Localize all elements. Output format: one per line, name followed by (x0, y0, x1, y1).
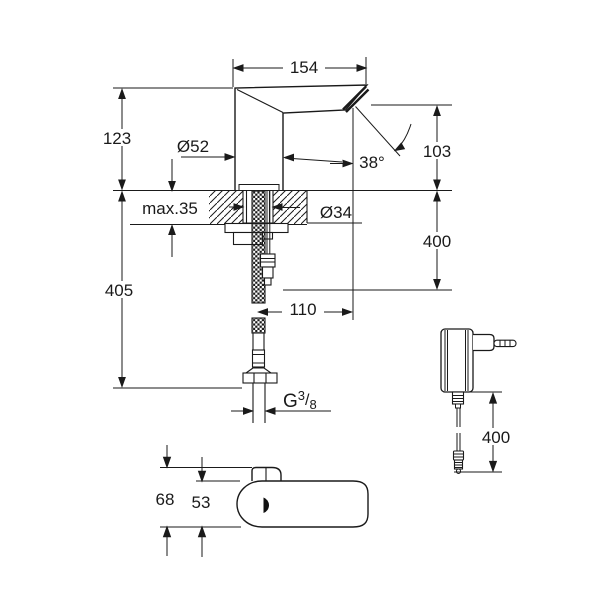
psu-plug-pin-segments (499, 340, 511, 347)
cable-connector-mid (261, 266, 274, 279)
label-top-view-body-depth: 53 (192, 493, 211, 512)
label-cable-length-below-deck: 400 (423, 232, 451, 251)
psu-body-panel-lines (444, 330, 469, 391)
dimension-labels: 154 123 Ø52 38° 103 max.35 Ø34 400 405 1… (96, 58, 517, 512)
dim-34-lines (229, 206, 362, 224)
label-outlet-height: 103 (423, 142, 451, 161)
dim-68-53-lines (166, 445, 203, 557)
label-top-view-total-depth: 68 (156, 490, 175, 509)
cable-connector-body (259, 253, 276, 268)
psu-plug-base (473, 333, 495, 352)
faucet-base-plate (238, 184, 280, 191)
sensor-cable (266, 191, 271, 254)
label-spout-projection: 154 (290, 58, 318, 77)
psu-connector-ribs (454, 462, 463, 468)
braided-hose-lower (251, 317, 266, 334)
dimension-lines (113, 57, 452, 415)
cable-connector-tip (263, 277, 272, 286)
psu-strain-relief-tip (455, 403, 461, 409)
label-psu-cable-length: 400 (482, 428, 510, 447)
label-deck-thickness: max.35 (142, 199, 198, 218)
spray-angle-annotation (330, 106, 412, 320)
spout-outlet-face (342, 85, 367, 111)
label-thread-size: G3/8 (283, 388, 317, 412)
faucet-body-outline (234, 84, 369, 190)
angle-leader-arrowhead (392, 142, 405, 154)
sensor-window-icon (263, 497, 270, 513)
dim-52-lines (181, 156, 343, 163)
psu-connector-tip (456, 468, 461, 474)
faucet-head-chamfer (236, 89, 284, 113)
braided-hose-upper (251, 190, 266, 304)
hose-sleeve (251, 349, 266, 368)
spray-beam-line (355, 106, 401, 157)
label-below-deck-length: 405 (105, 281, 133, 300)
spout-outlet-face-2 (345, 88, 370, 113)
fitting-tailpipe (252, 383, 266, 423)
cable-connector-bands (260, 257, 275, 263)
spout-top-view (160, 445, 369, 557)
label-base-diameter: Ø52 (177, 137, 209, 156)
psu-connector-bands (453, 453, 464, 458)
power-supply-unit (440, 328, 517, 474)
angle-arrowhead (342, 159, 353, 168)
psu-strain-relief-ribs (452, 395, 464, 402)
fitting-hex-facets (253, 373, 267, 383)
top-view-spout-outline (236, 480, 369, 528)
fitting-cone (244, 367, 273, 374)
label-spray-angle: 38° (359, 153, 385, 172)
label-hole-diameter: Ø34 (320, 203, 352, 222)
faucet-side-view (234, 84, 370, 191)
psu-cable (456, 408, 461, 451)
label-height-to-top: 123 (103, 129, 131, 148)
hose-sleeve-bands (253, 353, 264, 364)
top-view-extension-lines (160, 467, 252, 528)
label-outlet-offset: 110 (289, 300, 316, 319)
psu-cable-connector (452, 450, 465, 461)
fitting-hex-nut (242, 372, 278, 384)
